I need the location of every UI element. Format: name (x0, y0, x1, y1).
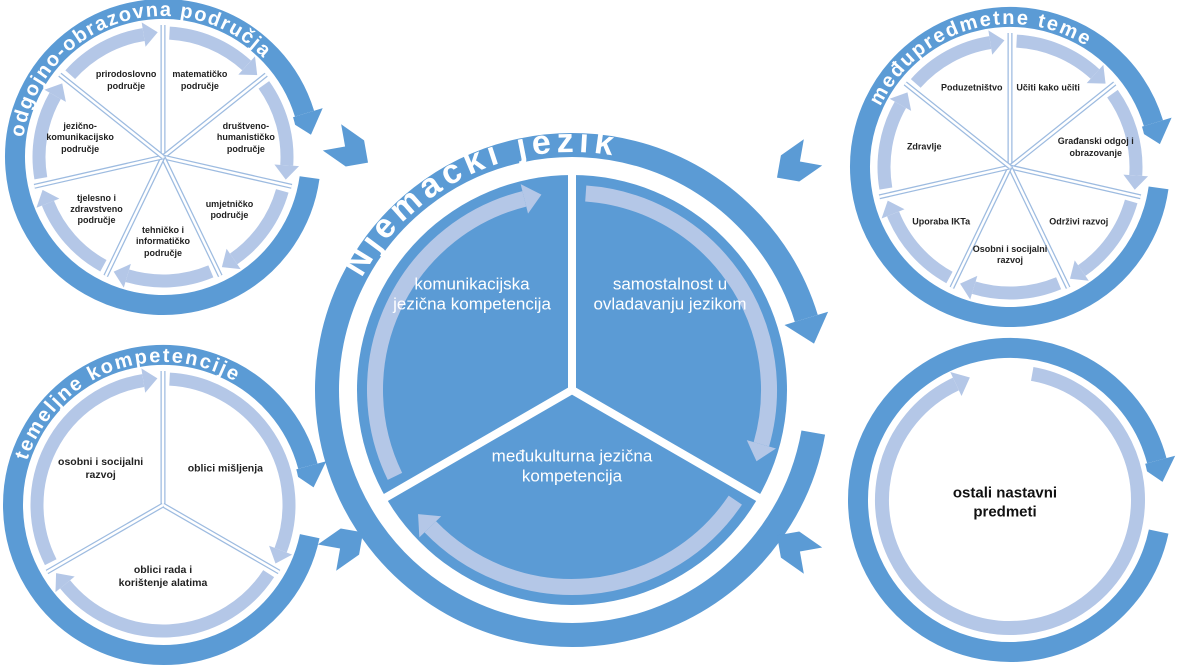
odgojno-divider-inner (162, 155, 292, 188)
ostali-inner-arrow-head (950, 371, 970, 397)
odgojno-segment-arrow (41, 200, 107, 272)
odgojno-segment-label: jezično-komunikacijsko područje (46, 121, 114, 154)
odgojno-segment-arrow (65, 28, 145, 80)
temeljne-segment-label: oblici rada i korištenje alatima (118, 563, 208, 589)
chevron-arrow-bottom-left-shape (317, 528, 364, 571)
odgojno-segment-arrow-head (221, 248, 241, 270)
odgojno-divider-inner (104, 156, 165, 277)
temeljne-segment-arrow (169, 372, 296, 553)
temeljne-segment-arrow (60, 570, 275, 638)
odgojno-divider-inner (34, 155, 164, 188)
temeljne-segment-arrow (30, 374, 145, 566)
chevron-arrow-bottom-right (776, 531, 823, 574)
medjupredmetne-segment-arrow-head (960, 275, 978, 300)
center-segment-arrow (585, 185, 777, 447)
ostali-label: ostali nastavni predmeti (952, 484, 1058, 520)
medjupredmetne-segment-label: Građanski odgoj i obrazovanje (1057, 136, 1134, 158)
medjupredmetne-segment-arrow (1107, 89, 1143, 176)
temeljne-divider-inner (162, 503, 280, 574)
center-segment-arrow (367, 191, 527, 480)
center-segment-arrow (424, 495, 742, 595)
temeljne-segment-arrow-head (269, 545, 293, 564)
medjupredmetne-segment-label: Učiti kako učiti (1016, 82, 1080, 93)
temeljne-segment-label: osobni i socijalni razvoj (58, 455, 144, 481)
odgojno-divider-inner (59, 73, 164, 158)
odgojno-divider-inner (162, 73, 267, 158)
odgojno-segment-label: tehničko i informatičko područje (135, 225, 190, 258)
medjupredmetne-segment-arrow (877, 101, 907, 190)
temeljne-outer-ring-arrow (3, 345, 320, 665)
odgojno-segment-arrow-head (44, 83, 66, 102)
medjupredmetne-divider-inner (1008, 166, 1070, 289)
medjupredmetne-divider-inner (1009, 165, 1141, 199)
ostali-disc (870, 360, 1150, 640)
medjupredmetne-segment-arrow (910, 36, 992, 88)
medjupredmetne-outer-ring-arrow-head (1135, 117, 1172, 145)
center-segment-label: samostalnost u ovladavanju jezikom (593, 274, 747, 314)
odgojno-segment-label: tjelesno i zdravstveno područje (70, 193, 123, 226)
center-segment-arrow-head (746, 440, 776, 462)
medjupredmetne-segment-arrow-head (1086, 64, 1106, 84)
medjupredmetne-segment-arrow-head (889, 92, 912, 111)
center-outer-ring-arrow (315, 133, 826, 647)
medjupredmetne-segment-label: Održivi razvoj (1049, 216, 1109, 227)
center-divider (569, 386, 763, 503)
medjupredmetne-segment-label: Uporaba IKTa (912, 216, 971, 227)
center-segment-label: međukulturna jezična kompetencija (491, 446, 653, 486)
odgojno-segment-arrow (258, 81, 294, 166)
chevron-arrow-top-left-shape (322, 124, 369, 167)
temeljne-segment-arrow-head (141, 368, 158, 393)
medjupredmetne-segment-arrow (887, 211, 953, 284)
ostali-outer-ring-arrow-head (1138, 455, 1176, 482)
odgojno-segment-arrow (169, 26, 252, 71)
odgojno-segment-label: društveno-humanističko područje (216, 121, 275, 154)
odgojno-segment-arrow-head (36, 189, 60, 208)
medjupredmetne-divider-inner (904, 82, 1011, 168)
center-divider (381, 386, 574, 503)
chevron-arrow-top-left (322, 124, 369, 167)
center-segment-arrow-head (418, 514, 442, 538)
medjupredmetne-segment-arrow (1016, 34, 1100, 79)
temeljne-segment-arrow-head (55, 573, 75, 593)
chevron-arrow-top-right (776, 139, 823, 182)
medjupredmetne-divider-inner (1009, 82, 1116, 168)
chevron-arrow-bottom-right-shape (776, 531, 823, 574)
ostali-inner-arrow (875, 367, 1145, 635)
odgojno-segment-arrow-head (274, 164, 300, 180)
center-segment-label: komunikacijska jezična kompetencija (393, 274, 551, 314)
medjupredmetne-segment-arrow-head (988, 30, 1005, 55)
odgojno-segment-label: matematičko područje (172, 69, 228, 91)
odgojno-segment-label: umjetničko područje (205, 198, 254, 220)
medjupredmetne-segment-label: Poduzetništvo (941, 82, 1003, 93)
medjupredmetne-segment-arrow-head (1123, 174, 1149, 190)
center-outer-ring-arrow-head (784, 311, 829, 344)
odgojno-divider-inner (161, 156, 222, 277)
medjupredmetne-segment-arrow-head (1070, 260, 1089, 281)
odgojno-segment-label: prirodoslovno područje (95, 69, 157, 91)
medjupredmetne-divider-inner (950, 166, 1012, 289)
odgojno-segment-arrow (32, 92, 61, 180)
ostali-outer-ring-arrow (848, 338, 1169, 662)
temeljne-divider-inner (46, 503, 164, 574)
medjupredmetne-segment-label: Zdravlje (906, 141, 942, 152)
medjupredmetne-segment-arrow (1077, 199, 1138, 276)
center-segment-arrow-head (520, 184, 542, 214)
odgojno-segment-arrow (125, 265, 214, 288)
odgojno-segment-arrow-head (113, 263, 131, 288)
medjupredmetne-outer-ring-arrow (850, 7, 1169, 327)
medjupredmetne-segment-arrow (971, 277, 1062, 300)
odgojno-outer-ring-arrow-head (286, 108, 323, 135)
chevron-arrow-top-right-shape (776, 139, 823, 182)
medjupredmetne-segment-label: Osobni i socijalni razvoj (972, 243, 1048, 265)
medjupredmetne-segment-arrow-head (881, 200, 905, 219)
chevron-arrow-bottom-left (317, 528, 364, 571)
odgojno-segment-arrow (229, 188, 289, 265)
odgojno-segment-arrow-head (141, 22, 158, 47)
medjupredmetne-divider-inner (879, 165, 1011, 199)
temeljne-segment-label: oblici mišljenja (187, 462, 263, 475)
odgojno-segment-arrow-head (238, 56, 258, 76)
odgojno-outer-ring-arrow (5, 0, 320, 315)
temeljne-outer-ring-arrow-head (289, 461, 327, 488)
